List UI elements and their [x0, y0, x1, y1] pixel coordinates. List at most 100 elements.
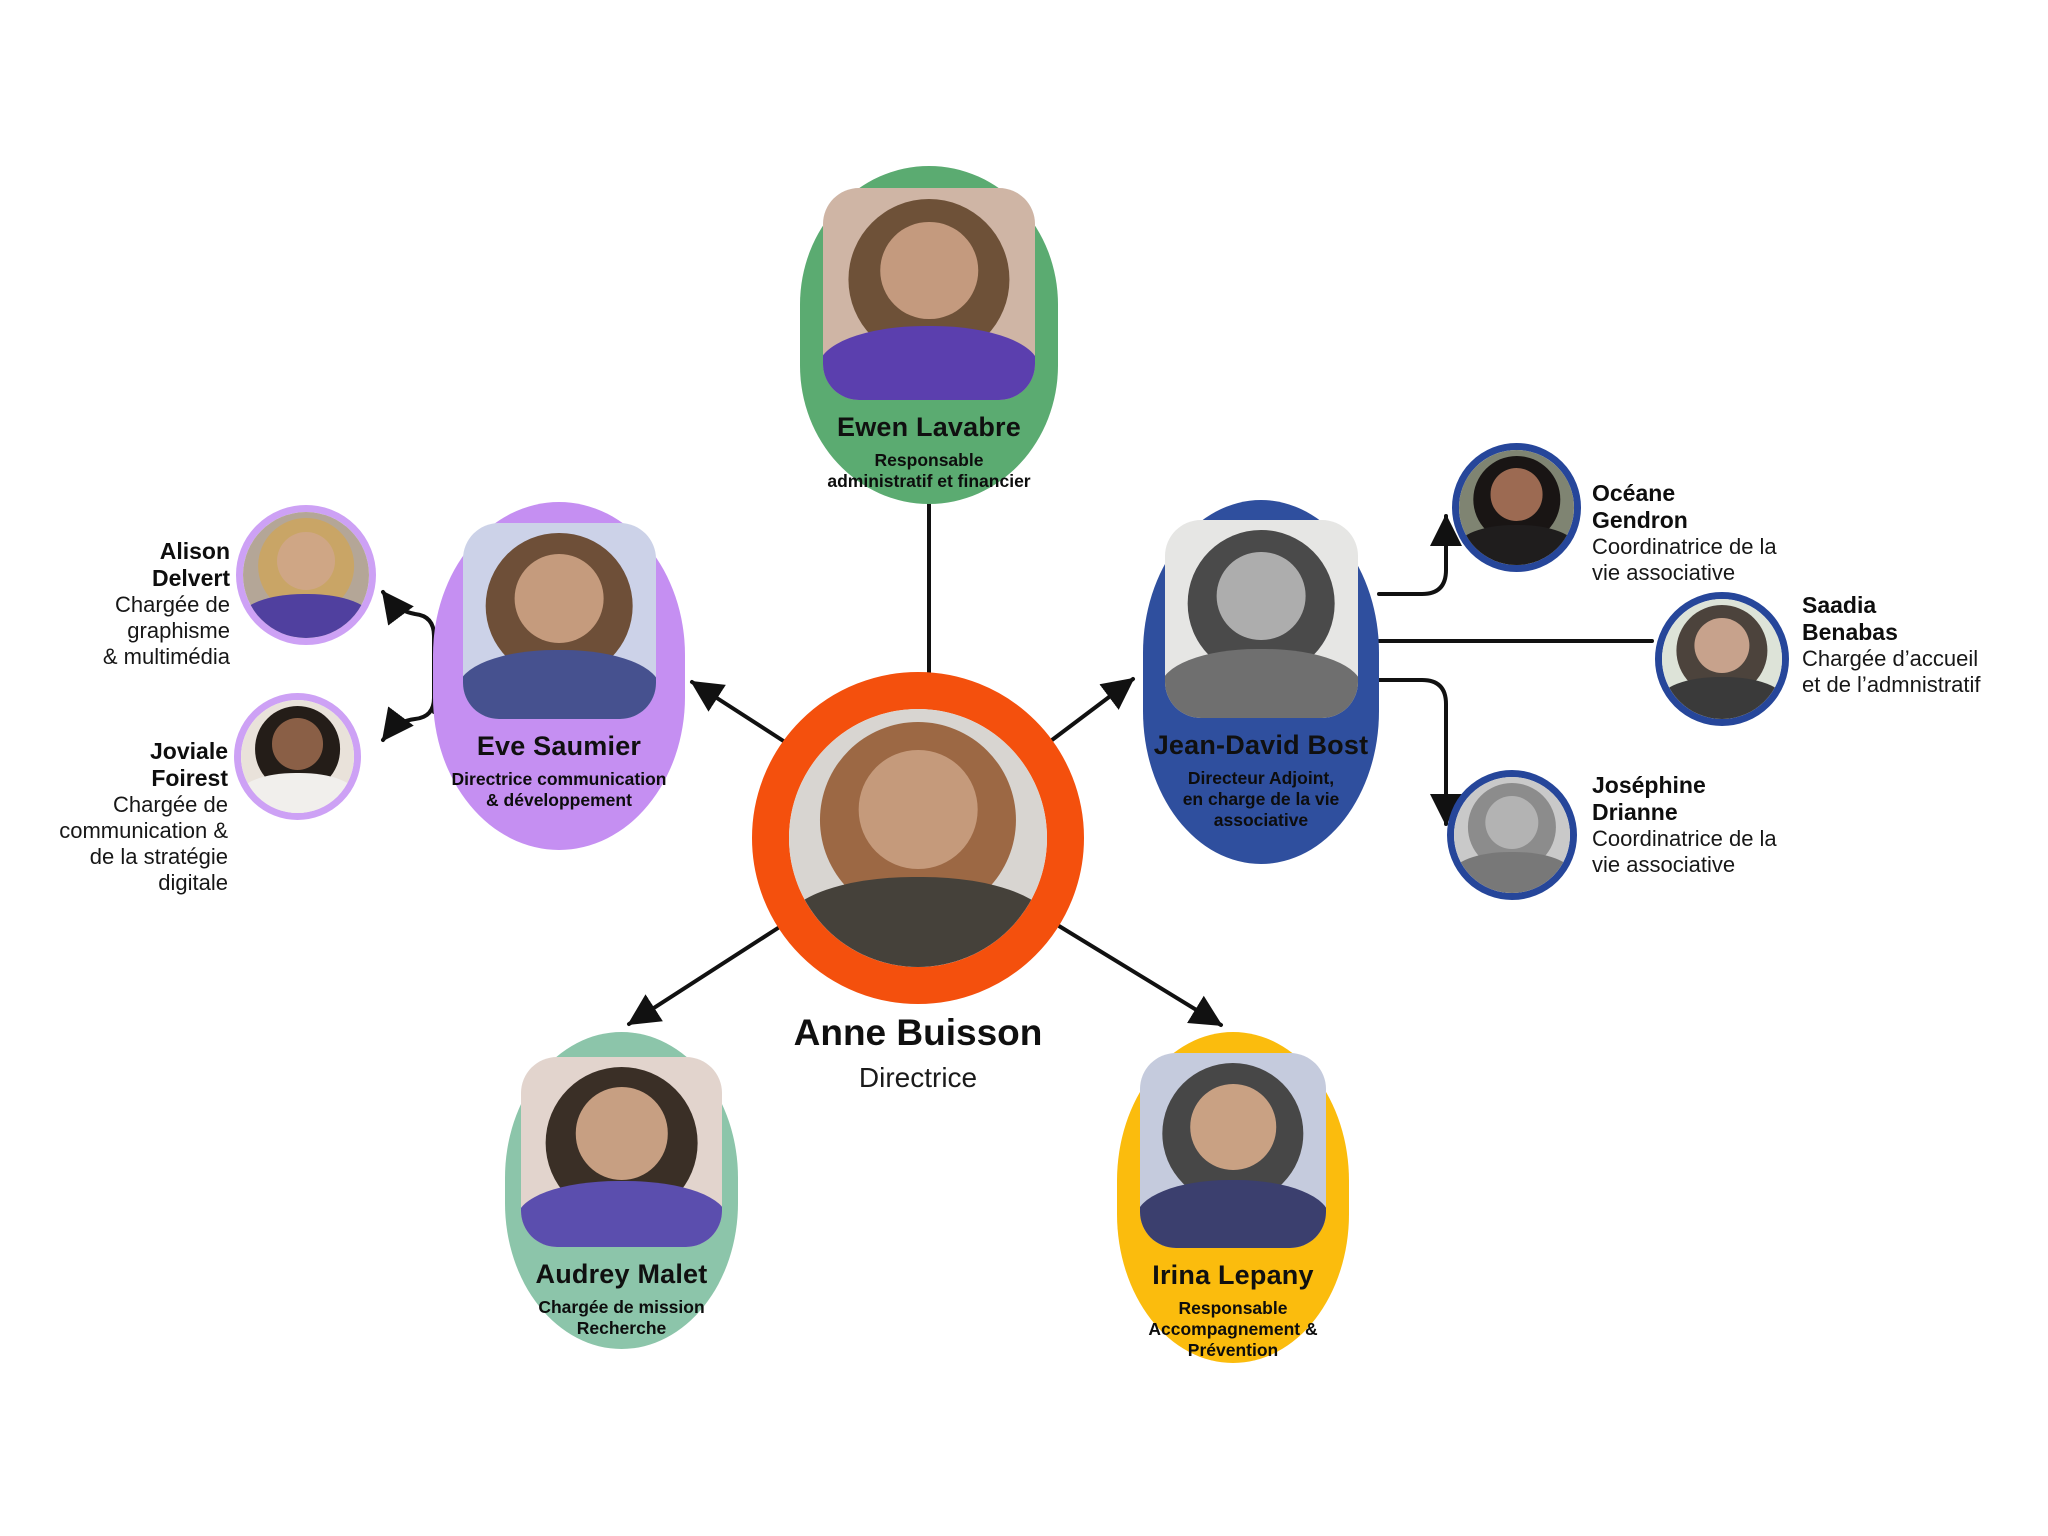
label-joviale-foirest: Joviale Foirest Chargée de communication…	[18, 738, 228, 896]
person-name-line: Joséphine	[1592, 772, 1706, 798]
person-role-line: & multimédia	[102, 644, 230, 669]
org-node-jean-david-bost: Jean-David Bost Directeur Adjoint, en ch…	[1143, 500, 1379, 864]
person-name: Audrey Malet	[535, 1259, 708, 1289]
person-role: Directrice	[858, 1062, 978, 1093]
org-node-ewen-lavabre: Ewen Lavabre Responsable administratif e…	[800, 166, 1058, 504]
photo-silhouette-body	[521, 1180, 722, 1247]
person-role-line: digitale	[158, 870, 228, 895]
photo-silhouette-body	[1454, 852, 1570, 893]
photo-silhouette-head	[1216, 551, 1306, 641]
person-name: Ewen Lavabre	[837, 412, 1021, 442]
person-role: Directrice communication & développement	[452, 769, 667, 811]
profile-photo	[521, 1057, 722, 1247]
person-role: Directeur Adjoint, en charge de la vie a…	[1183, 768, 1340, 831]
person-role-line: Chargée de graphisme	[115, 592, 230, 643]
profile-photo	[823, 188, 1035, 400]
profile-photo	[1140, 1053, 1326, 1248]
connector-anne-eve	[690, 680, 787, 744]
person-role-line: Coordinatrice de la	[1592, 534, 1777, 559]
person-role-line: associative	[1213, 810, 1309, 830]
connector-anne-jeandavid	[1050, 677, 1135, 742]
connector-anne-irina	[1057, 924, 1223, 1027]
person-name: Anne Buisson	[793, 1012, 1043, 1053]
person-name: Eve Saumier	[476, 731, 642, 761]
profile-photo	[243, 512, 369, 638]
center-label: Anne Buisson Directrice	[718, 1012, 1118, 1094]
person-name-line: Alison	[159, 538, 230, 564]
person-role-line: Directeur Adjoint,	[1187, 768, 1335, 788]
person-role-line: Directrice communication	[451, 769, 667, 789]
photo-silhouette-head	[1485, 795, 1539, 849]
person-name-line: Foirest	[151, 765, 228, 791]
person-role-line: Chargée d’accueil	[1802, 646, 1979, 671]
person-role-line: Recherche	[576, 1318, 667, 1338]
person-name-line: Océane	[1592, 480, 1676, 506]
label-josephine-drianne: Joséphine Drianne Coordinatrice de la vi…	[1592, 772, 1892, 878]
person-role: Responsable administratif et financier	[827, 450, 1030, 492]
person-role-line: vie associative	[1592, 560, 1736, 585]
connector-anne-audrey	[627, 926, 780, 1026]
person-role-line: Coordinatrice de la	[1592, 826, 1777, 851]
profile-photo	[1454, 777, 1570, 893]
photo-silhouette-body	[1164, 648, 1358, 718]
org-node-irina-lepany: Irina Lepany Responsable Accompagnement …	[1117, 1032, 1349, 1363]
connector-jeandavid-oceane	[1377, 514, 1462, 596]
person-role-line: Chargée de mission	[538, 1297, 705, 1317]
photo-silhouette-head	[858, 750, 978, 869]
photo-silhouette-head	[277, 532, 335, 591]
photo-silhouette-body	[1140, 1179, 1326, 1248]
person-role-line: Accompagnement &	[1148, 1319, 1318, 1339]
person-role-line: Prévention	[1187, 1340, 1279, 1360]
photo-silhouette-head	[514, 554, 604, 644]
label-oceane-gendron: Océane Gendron Coordinatrice de la vie a…	[1592, 480, 1892, 586]
photo-silhouette-head	[1490, 468, 1543, 522]
person-name-line: Drianne	[1592, 799, 1678, 825]
person-name-line: Saadia	[1802, 592, 1877, 618]
photo-silhouette-body	[789, 876, 1047, 967]
person-role-line: administratif et financier	[827, 471, 1031, 491]
person-role-line: & développement	[486, 790, 632, 810]
person-role: Responsable Accompagnement & Prévention	[1148, 1298, 1317, 1361]
person-name-line: Gendron	[1592, 507, 1688, 533]
person-name-line: Benabas	[1802, 619, 1898, 645]
profile-photo	[1662, 599, 1782, 719]
org-node-anne-buisson	[752, 672, 1084, 1004]
person-role: Chargée de mission Recherche	[538, 1297, 704, 1339]
photo-silhouette-body	[462, 650, 656, 719]
photo-silhouette-body	[1459, 524, 1574, 565]
photo-silhouette-head	[575, 1087, 668, 1180]
person-role-line: Responsable	[874, 450, 984, 470]
photo-silhouette-body	[823, 325, 1035, 400]
profile-photo	[1164, 520, 1358, 718]
person-name: Irina Lepany	[1152, 1260, 1314, 1290]
org-node-audrey-malet: Audrey Malet Chargée de mission Recherch…	[505, 1032, 738, 1349]
person-name: Jean-David Bost	[1153, 730, 1369, 760]
person-role-line: vie associative	[1592, 852, 1736, 877]
person-role-line: Responsable	[1178, 1298, 1288, 1318]
org-node-oceane-gendron	[1452, 443, 1581, 572]
org-node-saadia-benabas	[1655, 592, 1789, 726]
org-node-eve-saumier: Eve Saumier Directrice communication & d…	[433, 502, 685, 850]
connector-jeandavid-josephine	[1377, 678, 1462, 826]
photo-silhouette-head	[880, 221, 978, 320]
photo-silhouette-head	[1694, 618, 1750, 674]
label-alison-delvert: Alison Delvert Chargée de graphisme & mu…	[8, 538, 230, 670]
photo-silhouette-head	[271, 718, 324, 771]
person-name-line: Joviale	[150, 738, 228, 764]
person-role-line: et de l’admnistratif	[1802, 672, 1981, 697]
profile-photo	[1459, 450, 1574, 565]
photo-silhouette-body	[241, 773, 354, 813]
person-name-line: Delvert	[152, 565, 230, 591]
org-node-josephine-drianne	[1447, 770, 1577, 900]
person-role-line: de la stratégie	[89, 844, 228, 869]
label-saadia-benabas: Saadia Benabas Chargée d’accueil et de l…	[1802, 592, 2048, 698]
person-role-line: Chargée de	[113, 792, 228, 817]
org-node-joviale-foirest	[234, 693, 361, 820]
profile-photo	[462, 523, 656, 719]
org-node-alison-delvert	[236, 505, 376, 645]
connector-eve-alison	[381, 590, 436, 714]
person-role-line: en charge de la vie	[1182, 789, 1340, 809]
connector-eve-joviale	[381, 648, 436, 742]
